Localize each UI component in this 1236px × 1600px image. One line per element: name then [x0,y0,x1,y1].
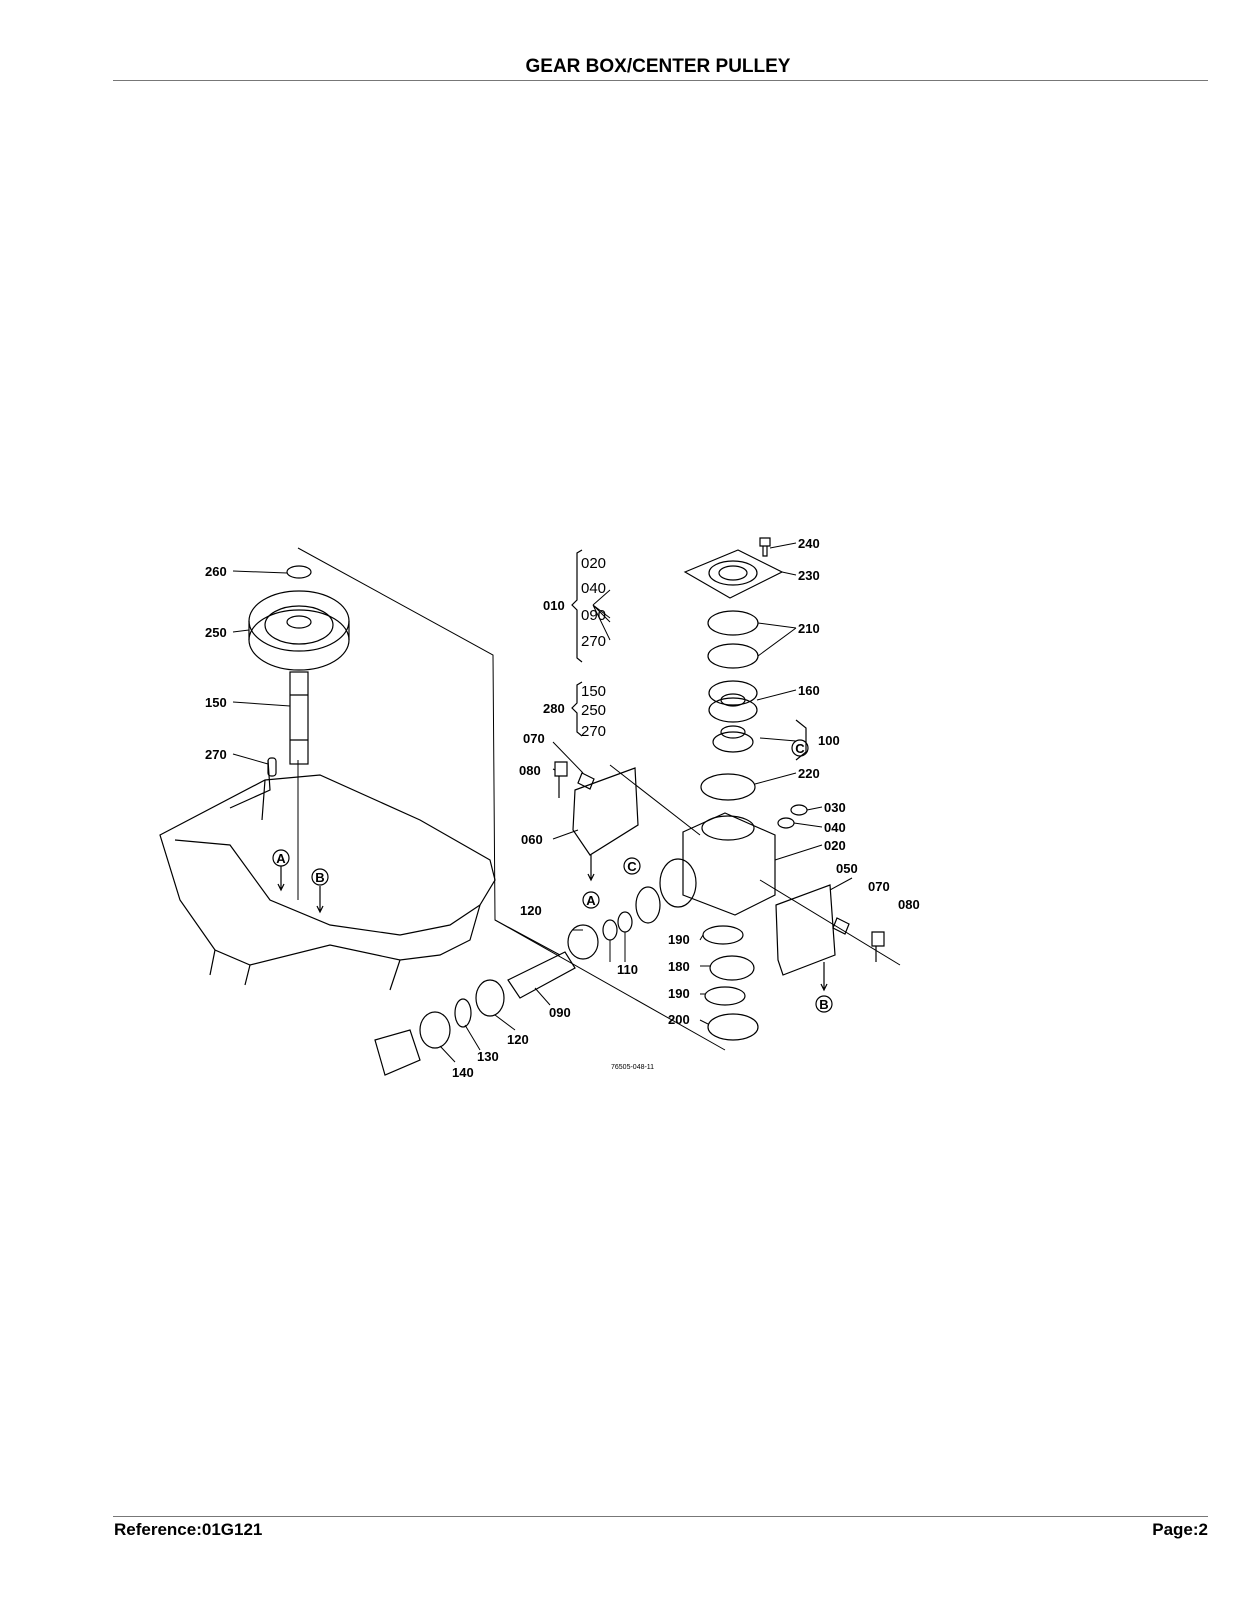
ref-mark-text: C [627,859,637,874]
footer-rule [113,1516,1208,1517]
drawing-code: 76505-048-11 [611,1064,654,1071]
bolt-080-left [554,761,568,798]
kit-280-member: 250 [581,702,606,719]
bolt-240 [759,537,771,557]
bevel-gear-100 [712,725,754,753]
ref-mark-text: B [315,870,324,885]
part-label: 240 [798,536,820,551]
bolt-070-left [577,772,595,790]
ref-mark-a-bracket [582,891,600,909]
part-label: 270 [205,747,227,762]
bearing-cover [683,549,784,599]
ref-mark-text: B [819,997,828,1012]
part-label: 160 [798,683,820,698]
kit-280-member: 150 [581,683,606,700]
bracket-060 [572,767,639,856]
part-label: 190 [668,986,690,1001]
kit-280-brace [571,681,583,737]
mower-deck [159,759,496,991]
part-label: 150 [205,695,227,710]
shim-210b [707,643,759,669]
part-label: 120 [520,903,542,918]
part-label: 190 [668,932,690,947]
gear-case [659,812,776,916]
projection-lines [297,547,901,1051]
bearing-120-inner [567,924,599,960]
ref-mark-c-pinion [623,857,641,875]
key-270 [267,757,277,777]
part-label: 080 [898,897,920,912]
kit-010-member: 270 [581,633,606,650]
bearing-120-outer [475,979,505,1017]
ref-mark-a-deck [272,849,290,867]
center-pulley [248,590,350,671]
part-label: 070 [523,731,545,746]
part-label: 120 [507,1032,529,1047]
bracket-050 [775,884,836,976]
leader-lines [232,542,853,1063]
part-label: 020 [824,838,846,853]
kit-010-member: 040 [581,580,606,597]
part-label: 060 [521,832,543,847]
snap-ring-190b [704,986,746,1006]
part-label: 180 [668,959,690,974]
kit-280-label: 280 [543,701,565,716]
o-ring-220 [700,773,756,801]
part-label: 250 [205,625,227,640]
part-label: 030 [824,800,846,815]
input-shaft-090 [507,951,576,999]
header-rule [113,80,1208,81]
shim-210a [707,610,759,636]
ref-mark-c-group [791,739,809,757]
part-label: 130 [477,1049,499,1064]
footer-reference: Reference:01G121 [114,1520,263,1539]
bearing-160 [708,680,758,723]
ref-mark-b-bracket [815,995,833,1013]
part-label: 230 [798,568,820,583]
page-title: GEAR BOX/CENTER PULLEY [525,56,791,77]
part-label: 260 [205,564,227,579]
pinion-gear [635,886,661,924]
spacer-110a [602,919,618,941]
washer-040 [777,817,795,829]
kit-010-brace [571,549,583,663]
washer-260 [286,565,312,579]
part-label: 090 [549,1005,571,1020]
footer-page-number: Page:2 [1152,1520,1208,1539]
bolt-080-right [871,931,885,962]
snap-ring-190a [702,925,744,945]
part-label: 080 [519,763,541,778]
bolt-070-right [832,917,850,935]
ref-mark-text: C [795,741,805,756]
part-label: 210 [798,621,820,636]
pulley-shaft [289,671,309,765]
yoke [374,1029,421,1076]
oil-seal-200 [707,1013,759,1041]
kit-010-label: 010 [543,598,565,613]
ref-mark-b-deck [311,868,329,886]
part-label: 050 [836,861,858,876]
kit-010-member: 020 [581,555,606,572]
bearing-140 [419,1011,451,1049]
part-label: 040 [824,820,846,835]
ref-mark-text: A [276,851,286,866]
kit-280-member: 270 [581,723,606,740]
bearing-180 [709,955,755,981]
spacer-110b [617,911,633,933]
kit-010-member: 090 [581,607,606,624]
nut-030 [790,804,808,816]
part-label: 220 [798,766,820,781]
part-label: 110 [617,962,638,977]
part-label: 140 [452,1065,474,1080]
part-label: 200 [668,1012,690,1027]
part-label: 070 [868,879,890,894]
snap-ring-130 [454,998,472,1028]
ref-mark-text: A [586,893,596,908]
part-label: 100 [818,733,840,748]
